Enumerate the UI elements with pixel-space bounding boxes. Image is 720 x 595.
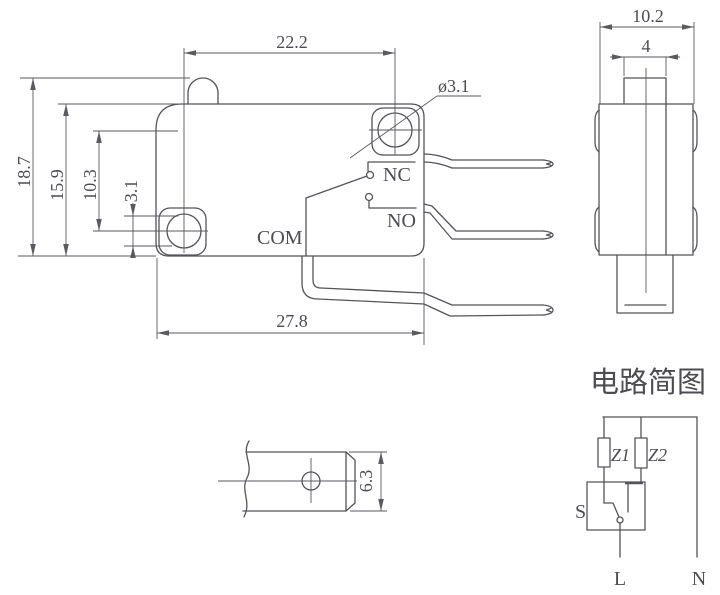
dim-total-height-text: 18.7 (14, 156, 34, 188)
dim-total-height: 18.7 (14, 77, 190, 257)
com-label: COM (257, 227, 303, 249)
side-clip-right-upper (692, 109, 698, 153)
no-terminal-pin (423, 203, 554, 240)
switch-blade (603, 502, 620, 518)
dim-hole-diameter-text: ø3.1 (438, 76, 470, 96)
dim-body-width-text: 27.8 (276, 311, 308, 331)
z1-label: Z1 (611, 445, 630, 465)
no-label: NO (387, 210, 416, 232)
dim-body-height-text: 15.9 (47, 169, 67, 201)
dim-plunger-width: 4 (610, 36, 680, 76)
nc-label: NC (383, 164, 411, 186)
plunger-button (187, 77, 219, 105)
dim-plunger-width-text: 4 (642, 36, 651, 56)
z1-resistor (597, 437, 611, 468)
side-clip-right-lower (692, 206, 698, 253)
circuit-title: 电路简图 (590, 366, 706, 399)
side-plunger (623, 77, 667, 105)
front-view: NC NO COM (93, 48, 554, 317)
terminal-nose (345, 451, 356, 512)
z2-resistor (634, 437, 648, 469)
mounting-tab-bottom-left (158, 207, 207, 256)
no-fixed-contact (368, 200, 417, 209)
circuit-diagram: 电路简图 Z1 Z2 S L N (575, 366, 706, 590)
z2-label: Z2 (648, 445, 667, 465)
switch-body-outline (155, 103, 425, 257)
nc-terminal-pin (423, 153, 554, 169)
no-contact-point (364, 192, 374, 202)
mounting-tab-top-right (371, 107, 420, 156)
dim-hole-spacing: 10.3 (80, 130, 178, 231)
nc-fixed-contact (367, 161, 416, 172)
com-lever-blade (305, 175, 368, 199)
dim-terminal-height: 6.3 (349, 451, 387, 512)
switch-pivot (616, 516, 624, 524)
s-label: S (575, 501, 586, 523)
n-label: N (692, 568, 706, 590)
dim-top-span: 22.2 (184, 32, 395, 56)
com-terminal-pin (301, 255, 554, 317)
dim-side-width: 10.2 (599, 6, 695, 104)
switch-box (586, 481, 646, 531)
side-terminal-block (616, 254, 674, 314)
dim-body-width: 27.8 (156, 258, 425, 345)
side-clip-left-upper (594, 109, 600, 153)
dim-hole-offset: 3.1 (121, 180, 178, 258)
dim-side-width-text: 10.2 (632, 6, 664, 26)
nc-contact-point (365, 170, 375, 180)
side-clip-left-lower (594, 206, 600, 253)
dim-hole-offset-text: 3.1 (121, 180, 141, 203)
front-view-dimensions: 22.2 18.7 15.9 10.3 3.1 (14, 32, 481, 345)
dim-body-height: 15.9 (47, 103, 180, 256)
dim-hole-spacing-text: 10.3 (80, 169, 100, 201)
dim-hole-diameter: ø3.1 (349, 76, 481, 159)
terminal-detail-view: 6.3 (218, 440, 387, 518)
dim-top-span-text: 22.2 (276, 32, 308, 52)
l-label: L (614, 568, 626, 590)
side-view: 10.2 4 (594, 6, 698, 314)
dim-terminal-height-text: 6.3 (356, 470, 376, 493)
